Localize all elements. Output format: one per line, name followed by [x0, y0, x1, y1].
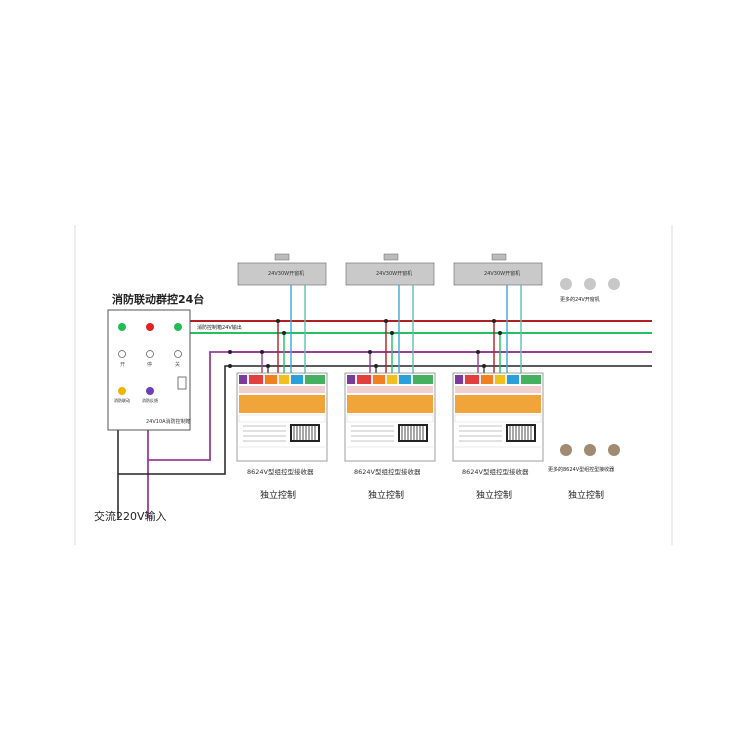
receiver-module-2	[344, 372, 436, 462]
module-caption-3: 8624V型组控型接收器	[462, 468, 529, 476]
indicator-yellow	[118, 387, 126, 395]
power-wires	[117, 351, 230, 518]
receiver-module-3	[452, 372, 544, 462]
indicator-purple	[146, 387, 154, 395]
motors	[237, 253, 543, 286]
key-switch	[177, 376, 187, 390]
motor-body-1	[237, 262, 327, 286]
button-open-label: 开	[120, 362, 126, 368]
more-receivers-label: 更多的8624V型组控型接收器	[548, 467, 615, 473]
module-caption-1: 8624V型组控型接收器	[247, 468, 314, 476]
motor-label-1: 24V30W开窗机	[268, 271, 305, 277]
receiver-module-1	[236, 372, 328, 462]
control-box-footer: 24V10A消防控制箱	[146, 419, 191, 425]
fire-control-box	[107, 309, 191, 431]
drop-wires-2	[368, 285, 414, 373]
module-mode-1: 独立控制	[260, 491, 297, 501]
fire-signal-label: 消防控制箱24V输出	[197, 325, 242, 331]
indicator-green-1	[118, 323, 126, 331]
ac-input-label: 交流220V输入	[94, 510, 167, 523]
bus-wires	[190, 320, 652, 367]
module-mode-3: 独立控制	[476, 491, 513, 501]
indicator-red	[146, 323, 154, 331]
fire-linkage-label: 消防联动	[114, 398, 130, 403]
drop-wires-3	[476, 285, 522, 373]
control-box-title: 消防联动群控24台	[112, 293, 205, 306]
button-close-label: 关	[175, 362, 181, 368]
junction-dots	[228, 350, 232, 368]
motor-body-3	[453, 262, 543, 286]
more-receivers-mode: 独立控制	[568, 491, 605, 501]
module-mode-2: 独立控制	[368, 491, 405, 501]
drop-wires-1	[260, 285, 306, 373]
motor-label-2: 24V30W开窗机	[376, 271, 413, 277]
module-caption-2: 8624V型组控型接收器	[354, 468, 421, 476]
motor-body-2	[345, 262, 435, 286]
button-stop-label: 停	[147, 362, 153, 368]
fire-feedback-label: 消防反馈	[142, 398, 158, 403]
more-motors-icons	[560, 278, 620, 290]
motor-label-3: 24V30W开窗机	[484, 271, 521, 277]
more-motors-label: 更多的24V开窗机	[560, 297, 600, 303]
more-receivers-icons	[560, 444, 620, 456]
indicator-green-2	[174, 323, 182, 331]
